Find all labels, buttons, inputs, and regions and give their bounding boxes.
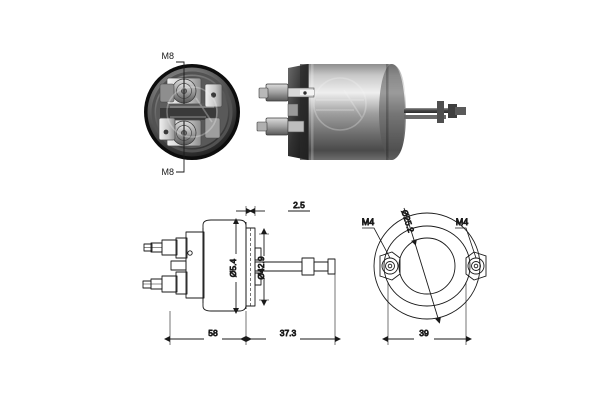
end-view-lug-left xyxy=(379,251,401,281)
dimension-d42-9: Ø42.9 xyxy=(256,228,269,306)
end-view-drawing: Ø25.2 M4 M4 39 xyxy=(361,207,487,345)
section-terminal-upper xyxy=(143,239,178,256)
dimension-2-5-label: 2.5 xyxy=(293,200,305,210)
dimension-d25-2-label: Ø25.2 xyxy=(400,209,417,234)
callout-m4-right: M4 xyxy=(455,217,477,259)
solenoid-front-photo xyxy=(144,64,240,160)
callout-m4-left-label: M4 xyxy=(362,217,375,227)
side-plunger-shaft xyxy=(404,101,466,123)
side-section-drawing: 2.5 Ø5.4 Ø42.9 58 xyxy=(142,200,341,345)
dimension-37-3: 37.3 xyxy=(240,274,341,345)
dimension-d25-2: Ø25.2 xyxy=(399,207,441,324)
callout-m8-lower-label: M8 xyxy=(161,167,174,177)
dimension-d5-4: Ø5.4 xyxy=(228,218,239,314)
dimension-2-5: 2.5 xyxy=(236,200,310,216)
dimension-58-label: 58 xyxy=(208,328,218,338)
solenoid-side-photo xyxy=(256,64,466,160)
side-terminal-upper xyxy=(258,83,315,102)
dimension-d42-9-label: Ø42.9 xyxy=(256,256,266,279)
callout-m8-upper: M8 xyxy=(161,51,185,80)
end-view-lug-right xyxy=(465,251,487,281)
callout-m8-lower: M8 xyxy=(161,146,185,177)
section-terminal-lower xyxy=(142,275,178,293)
front-terminal-lower xyxy=(166,119,202,147)
era-watermark-front xyxy=(166,86,218,138)
dimension-37-3-label: 37.3 xyxy=(280,328,297,338)
era-watermark-side xyxy=(313,77,367,131)
side-terminal-lower xyxy=(256,117,305,136)
dimension-39-label: 39 xyxy=(419,328,429,338)
dimension-39: 39 xyxy=(382,282,472,345)
callout-m8-upper-label: M8 xyxy=(161,51,174,61)
dimension-d5-4-label: Ø5.4 xyxy=(228,259,238,278)
callout-m4-right-label: M4 xyxy=(456,217,469,227)
dimension-58: 58 xyxy=(164,311,252,345)
callout-m4-left: M4 xyxy=(361,217,391,259)
